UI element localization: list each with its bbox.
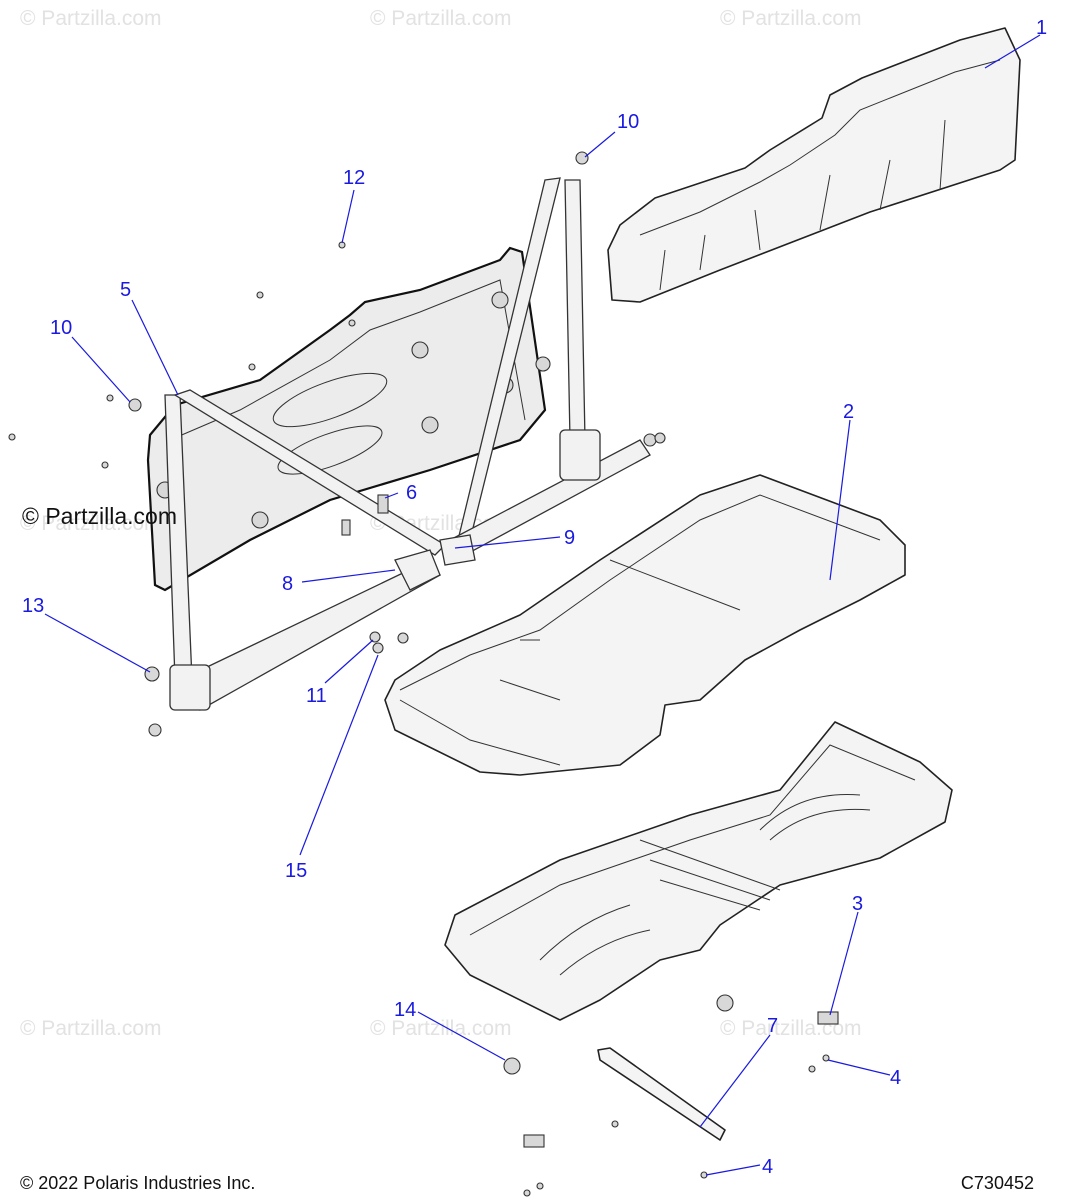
callout-8: 8 — [282, 573, 293, 595]
callout-2: 2 — [843, 401, 854, 423]
watermark: © Partzilla.com — [20, 512, 162, 535]
callout-10b: 10 — [50, 317, 72, 339]
callout-11: 11 — [306, 685, 327, 707]
seat-belts — [164, 177, 651, 711]
callout-10: 10 — [617, 111, 639, 133]
hardware — [8, 151, 839, 1197]
seat-cushion — [384, 474, 906, 776]
callout-1: 1 — [1036, 17, 1047, 39]
seat-base-tray — [444, 721, 953, 1021]
watermarks: © Partzilla.com © Partzilla.com © Partzi… — [20, 7, 862, 1040]
watermark: © Partzilla.com — [720, 7, 862, 30]
bracket-plate — [597, 1047, 726, 1141]
copyright-text: © 2022 Polaris Industries Inc. — [20, 1173, 256, 1193]
watermark: © Partzilla.com — [370, 1017, 512, 1040]
callout-4b: 4 — [762, 1156, 773, 1178]
partzilla-watermark: © Partzilla.com — [22, 503, 177, 529]
leader-lines — [44, 34, 1041, 1176]
callout-7: 7 — [767, 1015, 778, 1037]
callouts: 1 2 3 4 4 5 6 7 8 9 10 10 11 12 13 14 15 — [22, 17, 1047, 1178]
callout-9: 9 — [564, 527, 575, 549]
watermark: © Partzilla.com — [20, 1017, 162, 1040]
watermark: © Partzilla.com — [720, 1017, 862, 1040]
callout-6: 6 — [406, 482, 417, 504]
diagram-code: C730452 — [960, 1173, 1034, 1193]
callout-14: 14 — [394, 999, 416, 1021]
callout-12: 12 — [343, 167, 365, 189]
callout-15: 15 — [285, 860, 307, 882]
seat-backrest — [607, 27, 1021, 303]
callout-4: 4 — [890, 1067, 901, 1089]
callout-3: 3 — [852, 893, 863, 915]
watermark: © Partzilla.com — [370, 7, 512, 30]
callout-13: 13 — [22, 595, 44, 617]
callout-5: 5 — [120, 279, 131, 301]
watermark: © Partzilla.com — [20, 7, 162, 30]
